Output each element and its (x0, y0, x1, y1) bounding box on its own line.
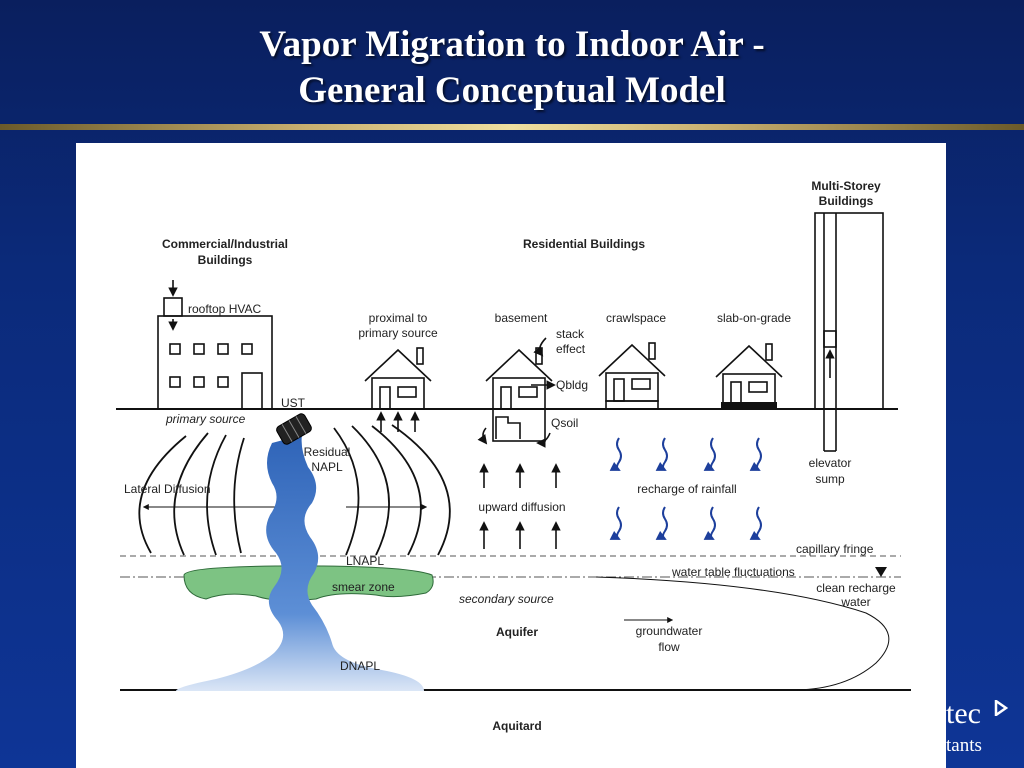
label-proximal-2: primary source (358, 326, 438, 340)
label-commercial-2: Buildings (198, 253, 253, 267)
label-flow: flow (658, 640, 680, 654)
title-line-2: General Conceptual Model (298, 70, 726, 111)
label-clean-recharge: clean recharge (816, 581, 896, 595)
label-upward-diffusion: upward diffusion (478, 500, 565, 514)
multi-storey-building (814, 212, 884, 452)
label-clean-recharge-2: water (840, 595, 870, 609)
basement-house (477, 337, 556, 448)
label-secondary-source: secondary source (459, 592, 554, 606)
diagram-panel: Commercial/Industrial Buildings rooftop … (76, 143, 946, 768)
conceptual-model-diagram: Commercial/Industrial Buildings rooftop … (116, 179, 911, 733)
label-proximal: proximal to (369, 311, 428, 325)
label-sump: sump (815, 472, 845, 486)
label-primary-source: primary source (165, 412, 246, 426)
crawlspace-house (598, 342, 666, 410)
diffusion-arcs (138, 424, 451, 556)
label-smear-zone: smear zone (332, 580, 395, 594)
logo-arrow-icon (994, 700, 1008, 716)
label-capillary-fringe: capillary fringe (796, 542, 874, 556)
water-table-symbol (875, 567, 887, 577)
label-ust: UST (281, 396, 306, 410)
slide-title: Vapor Migration to Indoor Air - General … (0, 22, 1024, 114)
title-line-1: Vapor Migration to Indoor Air - (259, 24, 765, 65)
label-stack-2: effect (556, 342, 586, 356)
label-residual-napl: Residual (304, 445, 351, 459)
label-water-table: water table fluctuations (671, 565, 795, 579)
label-rooftop-hvac: rooftop HVAC (188, 302, 261, 316)
label-commercial: Commercial/Industrial (162, 237, 288, 251)
title-divider (0, 124, 1024, 130)
slab-house (715, 343, 783, 409)
commercial-building (157, 280, 273, 410)
label-groundwater: groundwater (636, 624, 703, 638)
label-stack: stack (556, 327, 585, 341)
rainfall-arrows (609, 437, 762, 540)
napl-plume (176, 435, 424, 691)
label-residential: Residential Buildings (523, 237, 645, 251)
label-elevator: elevator (809, 456, 852, 470)
recharge-loop (595, 576, 890, 691)
label-aquitard: Aquitard (492, 719, 541, 733)
label-basement: basement (495, 311, 548, 325)
logo-text: tec (946, 697, 981, 730)
label-residual-napl-2: NAPL (311, 460, 343, 474)
ust-drum (276, 413, 312, 445)
label-lateral-diffusion: Lateral Diffusion (124, 482, 211, 496)
label-qbldg: Qbldg (556, 378, 588, 392)
label-qsoil: Qsoil (551, 416, 578, 430)
label-recharge-rainfall: recharge of rainfall (637, 482, 736, 496)
logo-subtext: tants (946, 735, 982, 756)
label-crawlspace: crawlspace (606, 311, 666, 325)
label-slab-on-grade: slab-on-grade (717, 311, 791, 325)
label-multi-storey-2: Buildings (819, 194, 874, 208)
label-lnapl: LNAPL (346, 554, 384, 568)
label-dnapl: DNAPL (340, 659, 380, 673)
proximal-house (364, 347, 432, 432)
label-aquifer: Aquifer (496, 625, 538, 639)
label-multi-storey: Multi-Storey (811, 179, 881, 193)
upward-diffusion-arrows (479, 463, 561, 549)
